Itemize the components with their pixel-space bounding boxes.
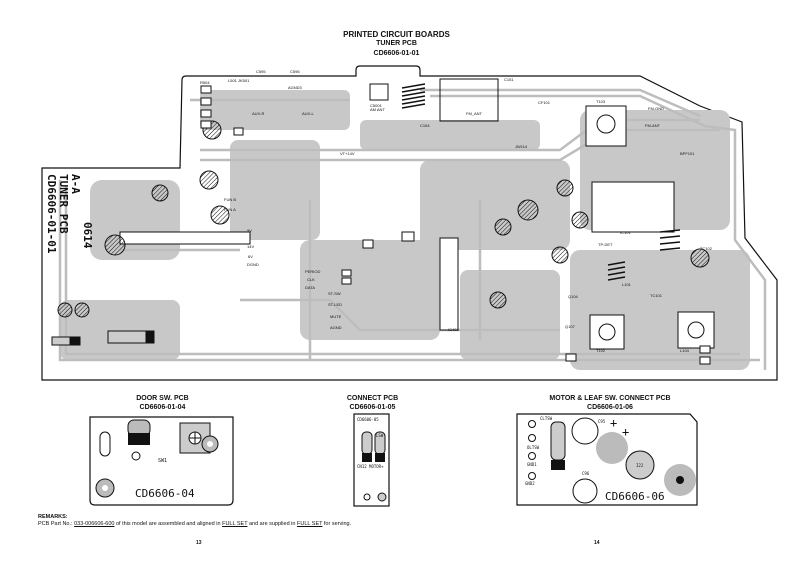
svg-text:AUX-R: AUX-R (252, 111, 265, 116)
svg-text:FUN B: FUN B (224, 197, 236, 202)
svg-text:TC101: TC101 (650, 293, 663, 298)
svg-text:R504: R504 (200, 80, 210, 85)
svg-text:L501 JK501: L501 JK501 (228, 78, 250, 83)
svg-text:BPF101: BPF101 (680, 151, 695, 156)
door-board-title: DOOR SW. PCB (136, 395, 189, 402)
cn6-pin1 (145, 330, 155, 344)
door-board-part: CD6606-01-04 (139, 404, 186, 411)
motor-board-title-block: MOTOR & LEAF SW. CONNECT PCB CD6606-01-0… (520, 394, 700, 412)
svg-text:C5001: C5001 (370, 103, 383, 108)
connect-silk: CD6606-05 (357, 417, 379, 422)
svg-text:+: + (610, 416, 617, 430)
svg-text:C154: C154 (420, 123, 430, 128)
svg-text:OLTSW: OLTSW (527, 445, 540, 450)
svg-text:PERIOD: PERIOD (305, 269, 320, 274)
svg-text:JW114: JW114 (515, 144, 528, 149)
fm-ant-connector (439, 78, 499, 122)
svg-text:IC101: IC101 (620, 230, 631, 235)
svg-text:C95: C95 (598, 419, 606, 424)
svg-text:6V: 6V (248, 254, 253, 259)
door-components (95, 419, 219, 498)
remarks-text: PCB Part No.: 033-006606-600 of this mod… (38, 521, 352, 527)
svg-text:AUX-L: AUX-L (302, 111, 315, 116)
svg-text:CLK: CLK (307, 277, 315, 282)
svg-text:Q104: Q104 (568, 294, 579, 299)
coils (401, 83, 681, 281)
svg-text:TP-DET: TP-DET (598, 242, 613, 247)
svg-text:L104: L104 (680, 348, 690, 353)
svg-text:DATA: DATA (305, 285, 315, 290)
svg-text:ST-LED: ST-LED (328, 302, 342, 307)
svg-text:T103: T103 (596, 99, 606, 104)
part-number: 033-006606-600 (74, 521, 115, 527)
svg-text:14V: 14V (247, 244, 254, 249)
silk-line-4: 0614 (81, 222, 94, 249)
svg-text:FM-GND: FM-GND (648, 106, 664, 111)
traces (58, 88, 767, 370)
remarks-heading: REMARKS: (38, 514, 68, 520)
silk-line-1: CD6606-01-01 (45, 174, 58, 254)
connect-board-part: CD6606-01-05 (349, 404, 396, 411)
svg-text:DGND: DGND (247, 262, 259, 267)
svg-text:FM-ANT: FM-ANT (645, 123, 661, 128)
svg-text:GND2: GND2 (525, 481, 535, 486)
svg-text:+: + (622, 425, 629, 439)
motor-board-part: CD6606-01-06 (587, 404, 633, 411)
door-board-title-block: DOOR SW. PCB CD6606-01-04 (90, 394, 235, 412)
tuner-pcb-title: TUNER PCB (376, 40, 417, 47)
svg-text:SW1: SW1 (158, 458, 167, 464)
svg-text:C151: C151 (504, 77, 514, 82)
svg-text:FUN A: FUN A (224, 207, 236, 212)
svg-text:VT+14V: VT+14V (340, 151, 355, 156)
page-number-left: 13 (196, 540, 202, 546)
svg-text:CLTSW: CLTSW (540, 416, 553, 421)
connect-board-title-block: CONNECT PCB CD6606-01-05 (330, 394, 415, 412)
resistors (200, 85, 711, 365)
remarks: REMARKS: PCB Part No.: 033-006606-600 of… (38, 514, 351, 528)
svg-text:TC102: TC102 (700, 246, 713, 251)
tuner-silk-text: CD6606-01-01 TUNER PCB A-A 0614 (45, 174, 94, 254)
svg-text:Q107: Q107 (565, 324, 576, 329)
connect-components (361, 431, 387, 502)
motor-components (528, 417, 696, 504)
svg-text:IC401: IC401 (448, 327, 459, 332)
motor-silk: CD6606-06 (605, 490, 665, 503)
ic101 (591, 181, 675, 233)
tuner-pcb-part: CD6606-01-01 (373, 50, 420, 57)
svg-text:L101: L101 (622, 282, 632, 287)
svg-text:LSW: LSW (376, 433, 384, 438)
svg-text:C595: C595 (256, 69, 266, 74)
svg-text:ST-SW: ST-SW (328, 291, 341, 296)
ic401 (439, 237, 459, 331)
capacitors (57, 120, 710, 318)
svg-text:CF101: CF101 (538, 100, 551, 105)
svg-text:T102: T102 (596, 348, 606, 353)
components (51, 78, 715, 350)
svg-text:GND1: GND1 (527, 462, 537, 467)
svg-text:C96: C96 (582, 471, 590, 476)
svg-text:9V: 9V (247, 228, 252, 233)
svg-text:MUTE: MUTE (330, 314, 342, 319)
svg-text:I22: I22 (636, 463, 644, 468)
motor-board-title: MOTOR & LEAF SW. CONNECT PCB (549, 395, 671, 402)
svg-text:AM ANT: AM ANT (370, 107, 385, 112)
j-bar (119, 231, 251, 245)
svg-text:AGND3: AGND3 (288, 85, 303, 90)
connect-board-title: CONNECT PCB (346, 395, 399, 402)
svg-text:C596: C596 (290, 69, 300, 74)
page-number-right: 14 (594, 540, 600, 546)
page-title: PRINTED CIRCUIT BOARDS (343, 30, 450, 39)
svg-text:CN12 MOTOR+: CN12 MOTOR+ (357, 464, 384, 469)
door-silk: CD6606-04 (135, 487, 195, 500)
silk-line-2: TUNER PCB (57, 174, 70, 234)
silk-line-3: A-A (69, 174, 82, 194)
am-ant-connector (369, 83, 389, 101)
svg-text:FM_ANT: FM_ANT (466, 111, 483, 116)
svg-text:AGND: AGND (330, 325, 342, 330)
